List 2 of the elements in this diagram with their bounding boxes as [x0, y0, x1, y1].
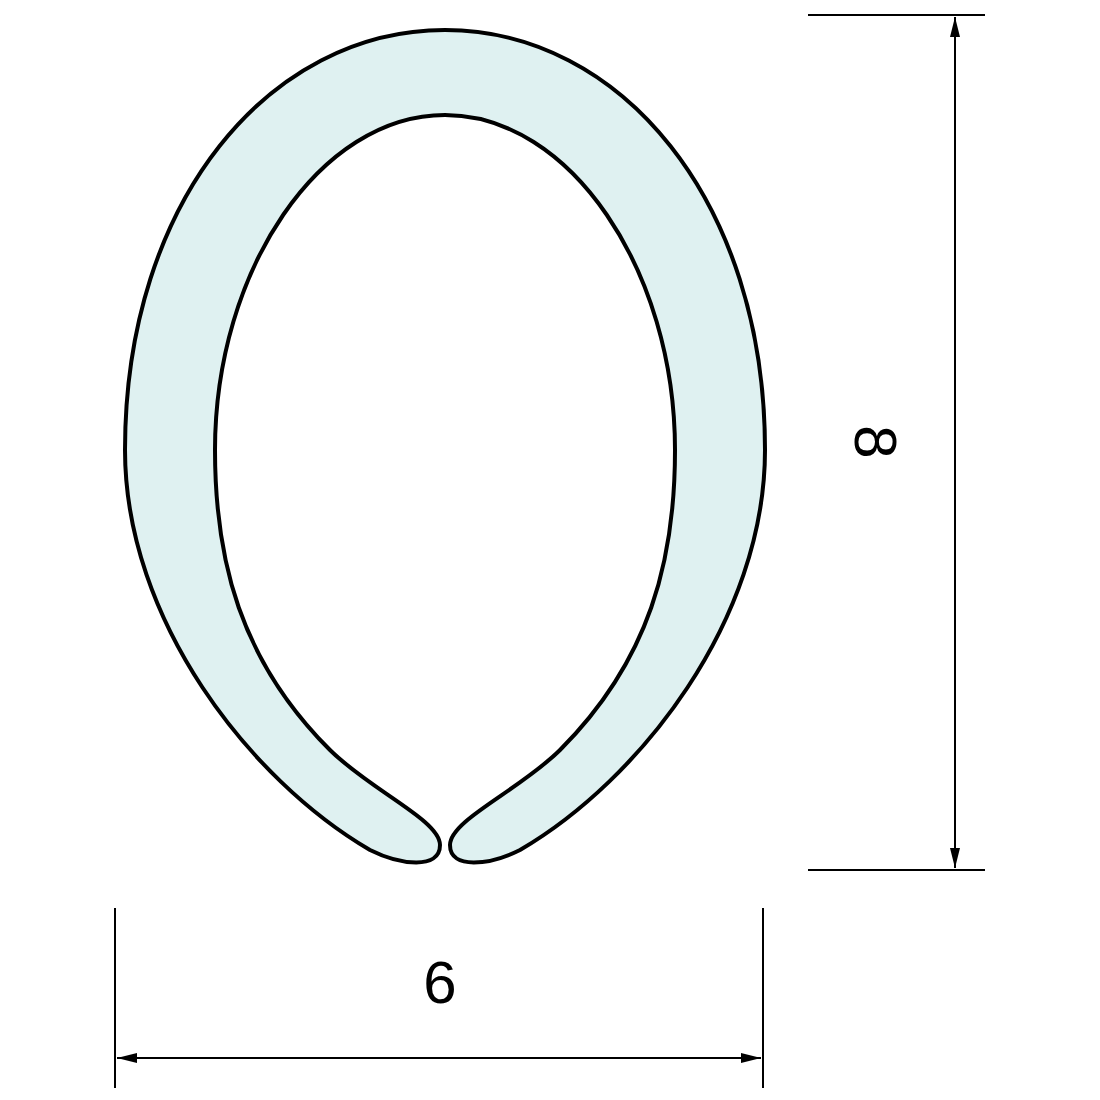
dimension-label: 8: [841, 425, 909, 459]
dimension-label: 6: [423, 948, 457, 1016]
